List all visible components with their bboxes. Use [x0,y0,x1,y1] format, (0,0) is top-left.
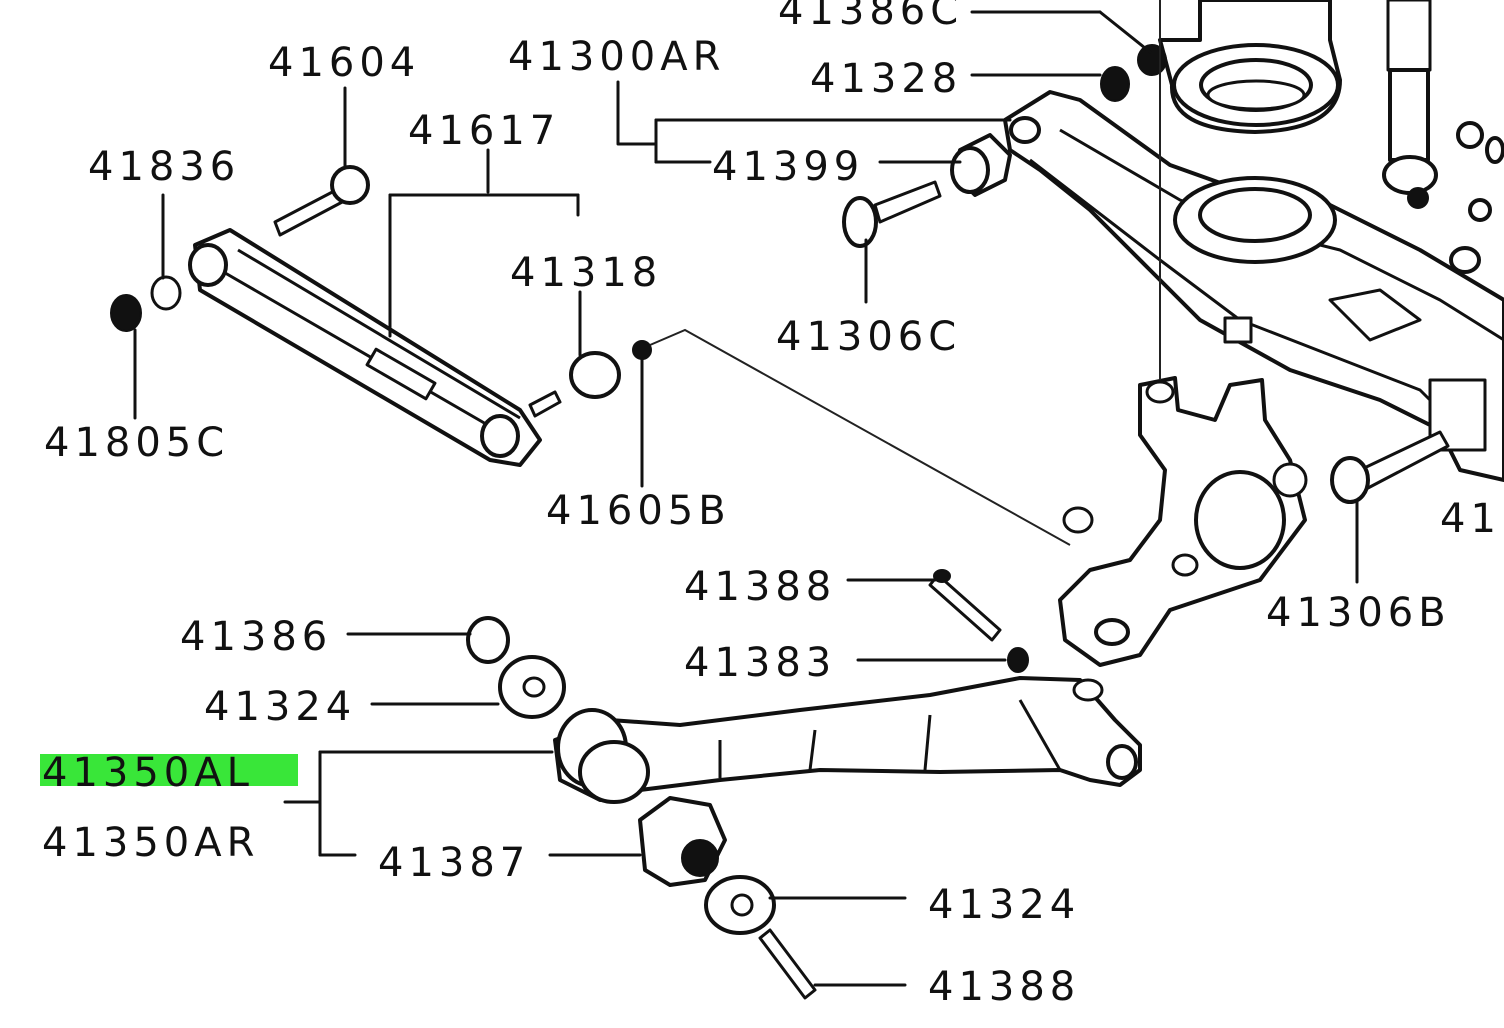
label-41306b: 41306B [1266,590,1451,636]
nut-41605b-part [632,340,652,360]
label-41617: 41617 [408,108,560,154]
label-41388-lower: 41388 [928,964,1080,1010]
label-41836: 41836 [88,144,240,190]
bushing-41387-part [638,796,727,887]
bolt-41388-upper-part [928,573,1002,642]
label-41306c: 41306C [776,314,961,360]
bolt-41604-part [273,165,370,237]
label-41-edge: 41 [1440,496,1501,542]
bushing-41399-part [950,133,1012,197]
nut-41383-part [1007,647,1029,673]
nut-41805c-part [110,294,142,332]
shock-absorber-part [1382,0,1438,209]
part-number-labels: 41386C 41300AR 41328 41604 41617 41836 4… [42,0,1501,1010]
label-41604: 41604 [268,40,420,86]
label-41386c: 41386C [778,0,963,34]
trailing-arm-part [1003,90,1504,482]
leader-lines [133,10,1359,987]
washer-41836-part [150,275,182,311]
label-41605b: 41605B [546,488,731,534]
label-41350ar: 41350AR [42,820,259,866]
bolt-41388-lower-part [758,928,817,1000]
spring-seat-part [1158,0,1342,134]
highlighted-part-marker [40,754,298,786]
label-41399: 41399 [712,144,864,190]
bolt-41306b-part [1330,430,1450,504]
knuckle-part [1058,376,1308,667]
label-41324-lower: 41324 [928,882,1080,928]
label-41300ar: 41300AR [508,34,725,80]
lower-arm-41350-part [553,676,1142,804]
label-41324-upper: 41324 [204,684,356,730]
label-41383: 41383 [684,640,836,686]
label-41386: 41386 [180,614,332,660]
label-41318: 41318 [510,250,662,296]
label-41805c: 41805C [44,420,229,466]
upper-arm-41617-part [188,228,562,467]
nut-41386c-part [1137,44,1167,76]
bolt-41306c-part [842,180,942,248]
label-41388-upper: 41388 [684,564,836,610]
bushing-41318-part [569,351,621,399]
label-41350al: 41350AL [42,750,254,796]
label-41387: 41387 [378,840,530,886]
bushing-41386-part [466,616,510,664]
label-41328: 41328 [810,56,962,102]
nut-41328-part [1100,66,1130,102]
